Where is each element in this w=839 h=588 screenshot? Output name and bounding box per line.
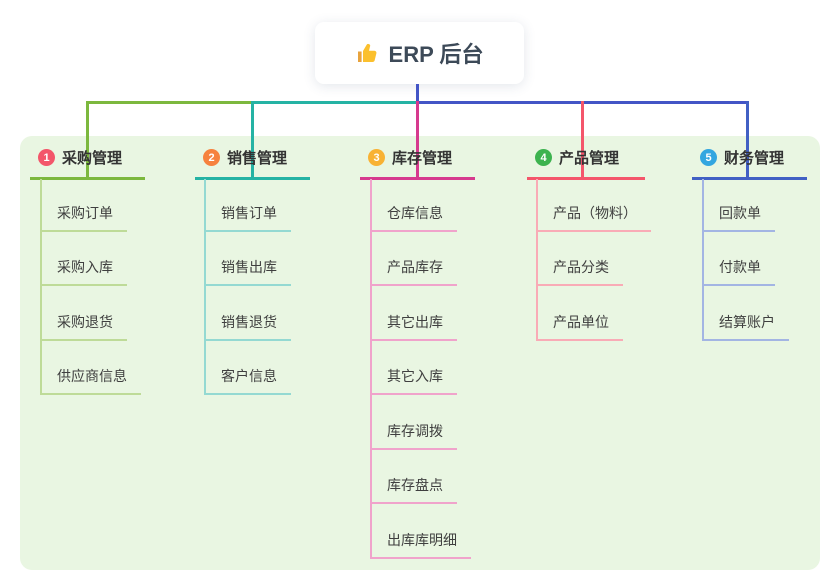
mindmap-background-panel [20, 136, 820, 570]
node-item[interactable]: 销售退货 [204, 303, 291, 341]
branch-header-product[interactable]: 4 产品管理 [527, 147, 645, 180]
root-node-erp[interactable]: ERP 后台 [315, 22, 524, 84]
connector-drop-branch3 [416, 101, 419, 177]
connector-children-branch1 [40, 179, 42, 395]
connector-drop-branch2 [251, 101, 254, 177]
branch-number-badge: 5 [700, 149, 717, 166]
node-item[interactable]: 回款单 [702, 194, 775, 232]
node-item[interactable]: 采购入库 [40, 248, 127, 286]
node-item[interactable]: 结算账户 [702, 303, 789, 341]
node-item[interactable]: 付款单 [702, 248, 775, 286]
branch-number-badge: 4 [535, 149, 552, 166]
branch-number-badge: 1 [38, 149, 55, 166]
branch-number-badge: 3 [368, 149, 385, 166]
node-item[interactable]: 库存调拨 [370, 412, 457, 450]
node-item[interactable]: 供应商信息 [40, 357, 141, 395]
node-item[interactable]: 出库库明细 [370, 521, 471, 559]
connector-children-branch4 [536, 179, 538, 341]
branch-header-sales[interactable]: 2 销售管理 [195, 147, 310, 180]
connector-rail-green [86, 101, 253, 104]
branch-label: 产品管理 [559, 150, 620, 167]
connector-drop-branch4 [581, 101, 584, 177]
node-item[interactable]: 仓库信息 [370, 194, 457, 232]
branch-label: 财务管理 [724, 150, 785, 167]
node-item[interactable]: 采购退货 [40, 303, 127, 341]
connector-children-branch5 [702, 179, 704, 341]
node-item[interactable]: 客户信息 [204, 357, 291, 395]
connector-drop-branch5 [746, 101, 749, 177]
branch-label: 库存管理 [392, 150, 453, 167]
branch-header-finance[interactable]: 5 财务管理 [692, 147, 807, 180]
connector-children-branch3 [370, 179, 372, 559]
node-item[interactable]: 产品（物料） [536, 194, 651, 232]
node-item[interactable]: 采购订单 [40, 194, 127, 232]
node-item[interactable]: 其它出库 [370, 303, 457, 341]
connector-rail-teal [253, 101, 416, 104]
connector-root-stem [416, 84, 419, 104]
branch-header-inventory[interactable]: 3 库存管理 [360, 147, 475, 180]
root-node-label: ERP 后台 [388, 42, 484, 67]
connector-children-branch2 [204, 179, 206, 395]
node-item[interactable]: 产品库存 [370, 248, 457, 286]
branch-header-purchase[interactable]: 1 采购管理 [30, 147, 145, 180]
node-item[interactable]: 产品分类 [536, 248, 623, 286]
node-item[interactable]: 其它入库 [370, 357, 457, 395]
node-item[interactable]: 产品单位 [536, 303, 623, 341]
branch-number-badge: 2 [203, 149, 220, 166]
thumbs-up-icon [357, 43, 376, 62]
node-item[interactable]: 销售出库 [204, 248, 291, 286]
node-item[interactable]: 库存盘点 [370, 466, 457, 504]
branch-label: 采购管理 [62, 150, 123, 167]
node-item[interactable]: 销售订单 [204, 194, 291, 232]
branch-label: 销售管理 [227, 150, 288, 167]
connector-drop-branch1 [86, 101, 89, 177]
